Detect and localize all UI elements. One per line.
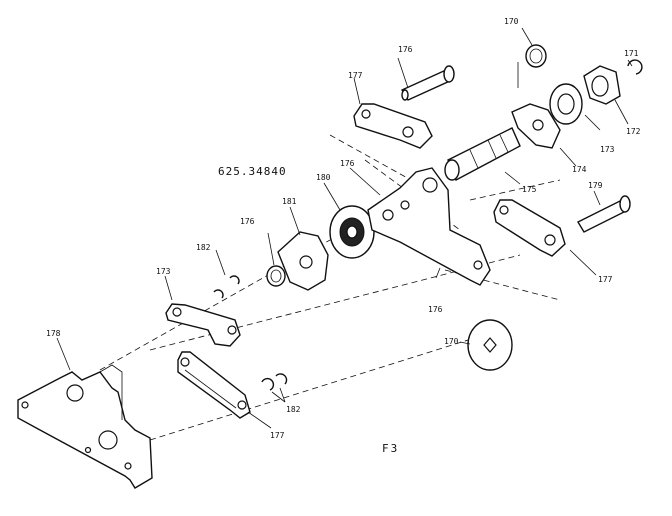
callout-175-left: 176 [340,159,355,168]
callout-175: 175 [522,185,537,194]
snap-rings-182 [261,373,288,391]
callout-177-top: 177 [348,71,363,80]
lever-177-top [353,103,433,149]
callout-176-left: 176 [240,217,255,226]
callout-176-top: 176 [398,45,413,54]
callout-178: 178 [46,329,61,338]
callout-170-bottom: 170 [444,337,459,346]
frame-plate-178 [17,364,153,489]
pin-179-right [577,195,631,233]
lever-arm-177-bottom [177,351,251,419]
callout-173-left: 173 [156,267,171,276]
spring-ring-170-left [266,265,286,287]
callout-171: 171 [624,49,639,58]
callout-176-bottom: 176 [428,305,443,314]
washer-170-bottom [467,319,513,371]
shaft-175 [444,127,521,181]
callout-172: 172 [626,127,641,136]
link-173-left [165,303,241,347]
callout-173-right: 173 [600,145,615,154]
spring-170-top [525,44,547,68]
assembly-guide-lines [99,62,561,441]
callout-180: 180 [316,173,331,182]
callout-182-bottom: 182 [286,405,301,414]
callout-177-bottom: 177 [270,431,285,440]
cam-plate-181 [277,231,329,291]
clip-171 [627,59,643,75]
gear-180 [329,205,375,259]
main-bracket-176 [367,167,491,286]
plate-174 [511,103,561,149]
lever-177-right [493,199,566,257]
callout-182-top: 182 [196,243,211,252]
snap-rings-182-upper [213,275,240,299]
callout-174: 174 [572,165,587,174]
callout-179: 179 [588,181,603,190]
callout-181: 181 [282,197,297,206]
leader-lines [56,27,633,429]
figure-label: F3 [382,442,399,455]
callout-170-top: 170 [504,17,519,26]
callout-177-right: 177 [598,275,613,284]
pin-179-top [400,65,455,101]
model-number: 625.34840 [218,165,287,178]
collar-172 [583,65,621,105]
wheel-173-right [549,83,583,125]
